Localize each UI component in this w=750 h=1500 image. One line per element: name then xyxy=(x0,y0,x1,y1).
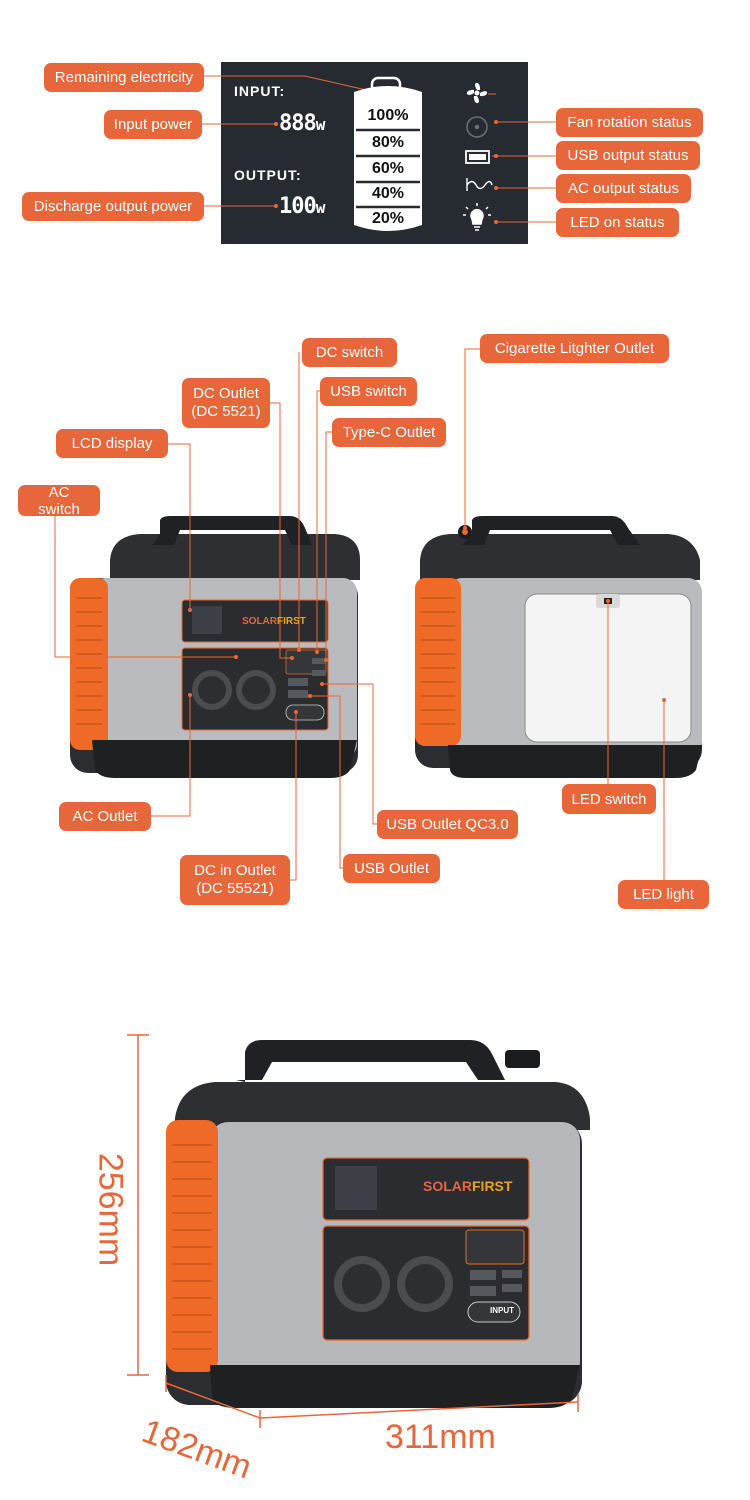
callout-fan-rotation: Fan rotation status xyxy=(556,108,703,137)
battery-level-80: 80% xyxy=(371,134,405,151)
callout-dc-switch: DC switch xyxy=(302,338,397,367)
callout-led-on-status: LED on status xyxy=(556,208,679,237)
battery-level-40: 40% xyxy=(371,185,405,202)
battery-level-60: 60% xyxy=(371,160,405,177)
brand-name-a-large: SOLAR xyxy=(423,1178,472,1194)
battery-level-100: 100% xyxy=(367,107,409,124)
callout-discharge-output: Discharge output power xyxy=(22,192,204,221)
input-button-label: INPUT xyxy=(490,1306,514,1315)
callout-lcd-display: LCD display xyxy=(56,429,168,458)
callout-led-switch: LED switch xyxy=(562,784,656,814)
brand-name-b-large: FIRST xyxy=(472,1178,513,1194)
brand-name-b: FIRST xyxy=(277,616,306,627)
power-station-large xyxy=(166,1040,590,1408)
lcd-output-unit: w xyxy=(315,198,326,217)
callout-dc-in-outlet: DC in Outlet (DC 55521) xyxy=(180,855,290,905)
callout-dc-outlet: DC Outlet (DC 5521) xyxy=(182,378,270,428)
dimension-depth: 182mm xyxy=(137,1412,257,1487)
lcd-output-value: 100w xyxy=(279,194,326,219)
power-station-back xyxy=(415,516,702,778)
dimension-height: 256mm xyxy=(91,1152,130,1267)
lcd-input-unit: w xyxy=(315,115,326,134)
callout-usb-outlet: USB Outlet xyxy=(343,854,440,883)
brand-name-a: SOLAR xyxy=(242,616,277,627)
callout-ac-output-status: AC output status xyxy=(556,174,691,203)
brand-logo-large: SOLARFIRST xyxy=(423,1178,512,1194)
callout-input-power: Input power xyxy=(104,110,202,139)
callout-usb-qc3: USB Outlet QC3.0 xyxy=(377,810,518,839)
lcd-input-value: 888w xyxy=(279,111,326,136)
callout-ac-outlet: AC Outlet xyxy=(59,802,151,831)
lcd-output-digits: 100 xyxy=(279,194,317,219)
brand-logo-front: SOLARFIRST xyxy=(242,616,306,627)
callout-typec-outlet: Type-C Outlet xyxy=(332,418,446,447)
lcd-output-label: OUTPUT: xyxy=(234,167,302,183)
callout-remaining-electricity: Remaining electricity xyxy=(44,63,204,92)
callout-cigarette-outlet: Cigarette Litghter Outlet xyxy=(480,334,669,363)
callout-ac-switch: AC switch xyxy=(18,484,100,518)
lcd-input-digits: 888 xyxy=(279,111,317,136)
callout-usb-output-status: USB output status xyxy=(556,141,700,170)
callout-usb-switch: USB switch xyxy=(320,377,417,406)
dimension-width: 311mm xyxy=(385,1418,496,1456)
callout-led-light: LED light xyxy=(618,880,709,909)
power-station-front xyxy=(70,516,360,778)
lcd-input-label: INPUT: xyxy=(234,83,286,99)
battery-level-20: 20% xyxy=(371,210,405,227)
